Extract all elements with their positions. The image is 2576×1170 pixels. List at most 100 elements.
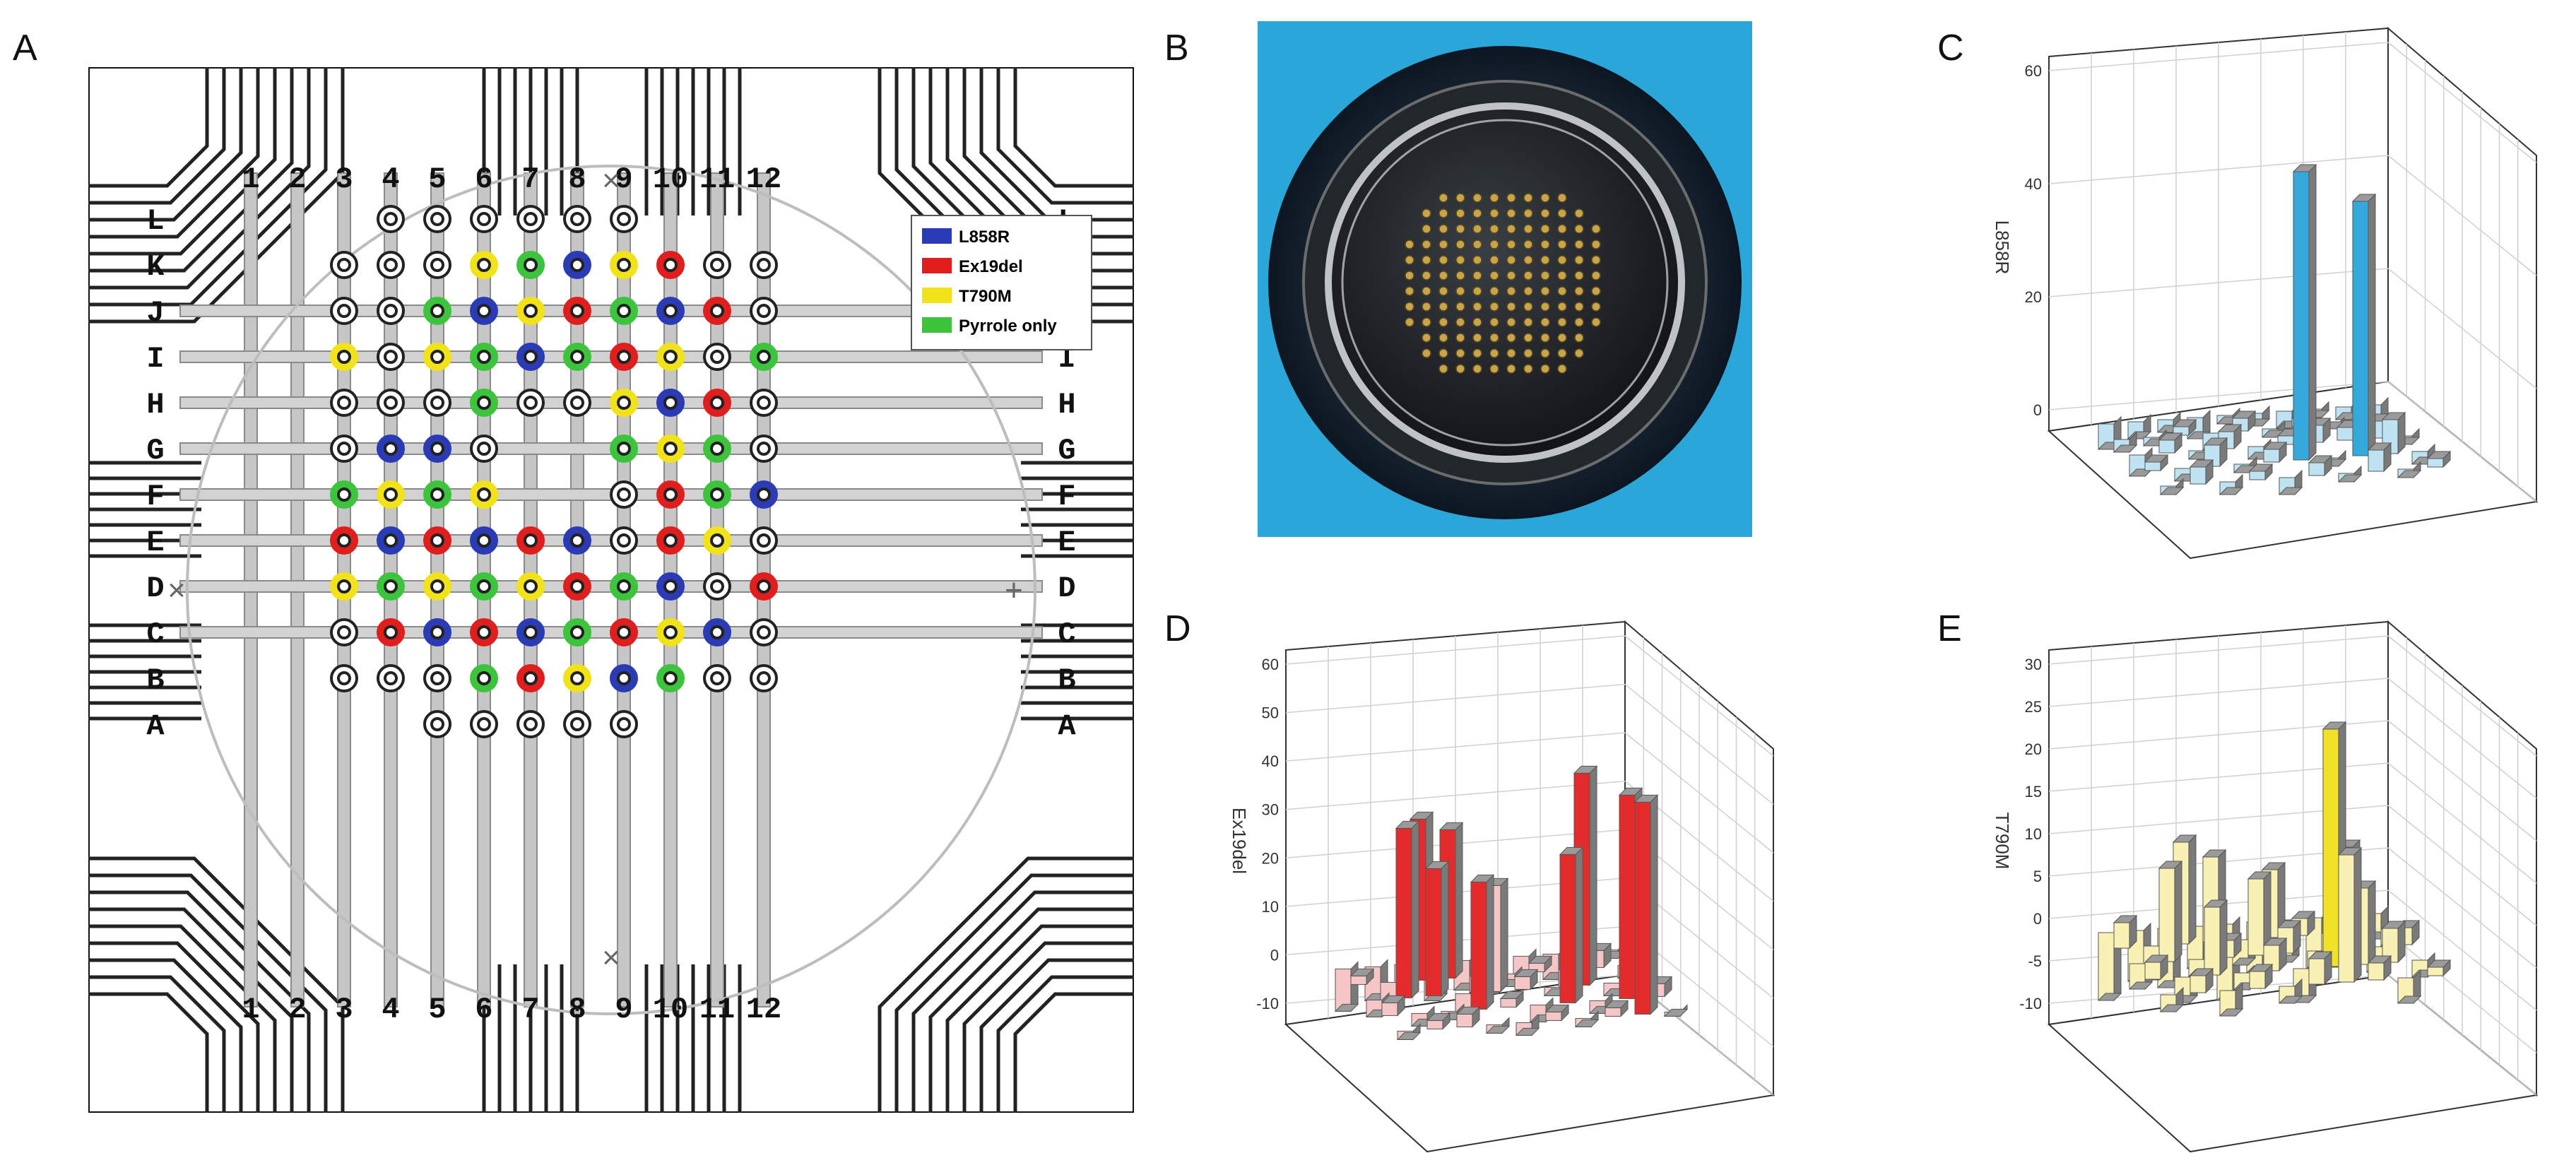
bar [2308, 950, 2333, 986]
panel-letter-b: B [1164, 28, 1189, 69]
electrode [656, 389, 685, 417]
bar [1426, 1012, 1451, 1030]
electrode [610, 435, 638, 463]
bar [2337, 846, 2363, 983]
column-label-top: 3 [335, 162, 353, 196]
electrode [656, 297, 685, 325]
bar [2308, 454, 2333, 477]
y-tick-label: 20 [2025, 740, 2042, 758]
electrode [377, 480, 405, 509]
bars [2097, 721, 2452, 1017]
electrode [703, 664, 731, 692]
electrode [563, 618, 591, 646]
electrode [423, 664, 451, 692]
legend-swatch-l858r [922, 228, 952, 244]
bar [1396, 1023, 1422, 1041]
electrode [377, 664, 405, 692]
row-label-left: G [146, 434, 164, 468]
column-label-top: 5 [428, 162, 446, 196]
electrode [377, 251, 405, 279]
bar [2218, 473, 2244, 496]
y-tick-label: 15 [2025, 783, 2042, 800]
bar [1513, 969, 1539, 991]
electrode [610, 572, 638, 601]
electrode [470, 389, 498, 417]
bar [2381, 920, 2406, 964]
legend-swatch-t790m [922, 288, 952, 303]
row-label-right: D [1058, 572, 1075, 605]
bar [2337, 465, 2363, 483]
row-label-left: H [146, 388, 164, 422]
electrode [610, 251, 638, 279]
electrode [610, 480, 638, 509]
electrode [470, 435, 498, 463]
electrode [516, 251, 545, 279]
bar [1485, 1017, 1511, 1034]
well-outline [186, 165, 1036, 1015]
electrode [563, 664, 591, 692]
bar [2262, 441, 2288, 463]
bar [1515, 1015, 1540, 1036]
electrode [470, 205, 498, 233]
bar [2292, 163, 2317, 461]
electrode [703, 480, 731, 509]
bar [2144, 954, 2169, 981]
bar [1544, 1004, 1570, 1022]
electrode [330, 343, 358, 371]
y-tick-label: 5 [2033, 868, 2042, 885]
electrode-array-svg: 112233445566778899101011111212LLKKJJIIHH… [87, 66, 1135, 1114]
chip-photo-svg [1258, 21, 1752, 537]
electrode [423, 297, 451, 325]
electrode [470, 710, 498, 738]
electrode [516, 343, 545, 371]
electrode [703, 435, 731, 463]
electrode [516, 710, 545, 738]
electrode [516, 205, 545, 233]
bar [2203, 899, 2228, 976]
y-tick-label: 0 [2033, 910, 2042, 928]
legend: L858R Ex19del T790M Pyrrole only [911, 215, 1092, 350]
bar [1559, 846, 1584, 1004]
row-label-left: F [146, 480, 164, 514]
legend-swatch-ex19del [922, 258, 952, 273]
electrode [423, 526, 451, 555]
electrode [750, 435, 778, 463]
row-label-left: J [146, 296, 164, 330]
column-label-top: 6 [475, 162, 492, 196]
row-label-right: B [1058, 663, 1075, 697]
column-label-bottom: 6 [475, 993, 492, 1027]
electrode [423, 480, 451, 509]
electrode [330, 251, 358, 279]
electrode [610, 297, 638, 325]
bar [2367, 955, 2392, 981]
bar [2397, 461, 2422, 479]
bar [1574, 1010, 1600, 1028]
electrode [750, 526, 778, 555]
column-label-bottom: 4 [382, 993, 399, 1027]
y-tick-label: 10 [2025, 825, 2042, 843]
electrode [423, 343, 451, 371]
bar [2278, 469, 2303, 496]
electrode [330, 572, 358, 601]
electrode [656, 480, 685, 509]
row-label-right: C [1058, 618, 1075, 651]
legend-swatch-pyrrole [922, 317, 952, 333]
column-label-top: 7 [521, 162, 539, 196]
electrode [703, 251, 731, 279]
legend-label-t790m: T790M [959, 287, 1012, 306]
bar [1334, 961, 1359, 1012]
bar [2248, 963, 2274, 990]
y-tick-label: 60 [2025, 62, 2042, 80]
column-label-bottom: 11 [699, 993, 735, 1027]
electrode-array-diagram: 112233445566778899101011111212LLKKJJIIHH… [87, 66, 1135, 1114]
row-label-left: B [146, 663, 164, 697]
y-tick-label: 30 [1262, 801, 1279, 819]
electrode [750, 664, 778, 692]
column-label-bottom: 10 [653, 993, 688, 1027]
column-label-top: 8 [568, 162, 586, 196]
electrode [563, 572, 591, 601]
electrode [563, 343, 591, 371]
